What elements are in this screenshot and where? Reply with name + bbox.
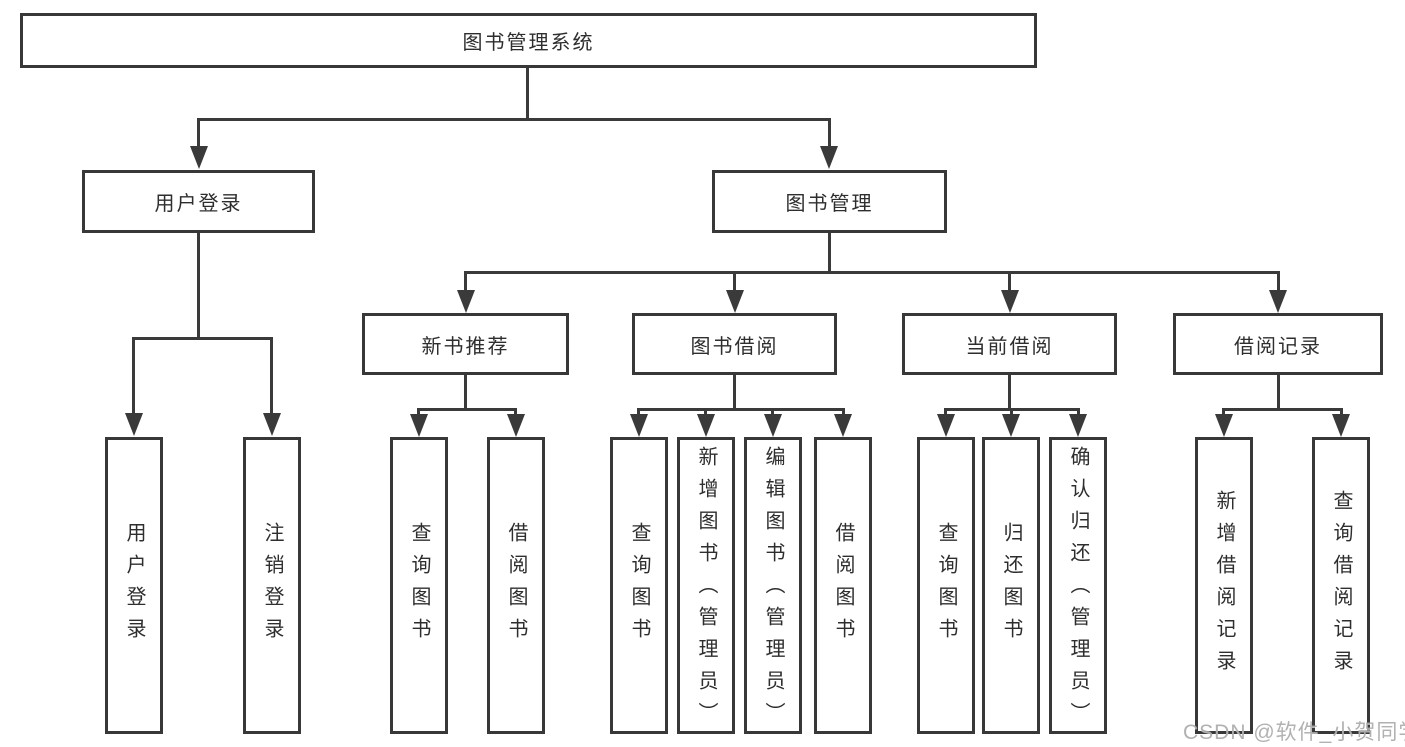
- leaf-add-borrow-record: 新增借阅记录: [1195, 437, 1253, 734]
- connector-branch-shaft: [733, 271, 736, 292]
- connector-stem: [733, 375, 736, 411]
- connector-leaf-shaft: [270, 337, 273, 415]
- arrow-down-icon: [1002, 414, 1020, 437]
- connector-crossbar: [1222, 408, 1342, 411]
- connector-branch-shaft: [464, 271, 467, 292]
- connector-stem: [1008, 375, 1011, 411]
- arrow-down-icon: [1069, 414, 1087, 437]
- connector-leaf-shaft: [1222, 408, 1225, 417]
- connector-leaf-shaft: [944, 408, 947, 417]
- connector-leaf-shaft: [417, 408, 420, 417]
- arrow-down-icon: [726, 290, 744, 313]
- leaf-add-books-admin: 新增图书（管理员）: [677, 437, 735, 734]
- connector-book-mgmt-crossbar: [464, 271, 1280, 274]
- connector-root-crossbar: [197, 118, 831, 121]
- leaf-borrow-books-1: 借阅图书: [487, 437, 545, 734]
- node-label: 归还图书: [1000, 521, 1022, 650]
- arrow-down-icon: [764, 414, 782, 437]
- node-book-management: 图书管理: [712, 170, 947, 233]
- node-label: 查询图书: [628, 521, 650, 650]
- node-user-login: 用户登录: [82, 170, 315, 233]
- connector-leaf-shaft: [132, 337, 135, 415]
- connector-crossbar: [637, 408, 845, 411]
- arrow-down-icon: [630, 414, 648, 437]
- leaf-query-books-2: 查询图书: [610, 437, 668, 734]
- arrow-down-icon: [410, 414, 428, 437]
- node-label: 用户登录: [154, 193, 243, 215]
- arrow-down-icon: [125, 413, 143, 436]
- leaf-query-books-1: 查询图书: [390, 437, 448, 734]
- watermark: CSDN @软件_小贺同学: [1183, 721, 1405, 744]
- node-label: 注销登录: [261, 521, 283, 650]
- node-label: 查询图书: [935, 521, 957, 650]
- node-label: 查询图书: [408, 521, 430, 650]
- node-label: 新增图书（管理员）: [695, 446, 717, 734]
- node-label: 新增借阅记录: [1213, 489, 1235, 682]
- node-label: 新书推荐: [421, 335, 510, 358]
- connector-leaf-shaft: [1077, 408, 1080, 417]
- node-label: 图书管理系统: [462, 32, 595, 54]
- node-label: 图书借阅: [690, 335, 779, 358]
- leaf-query-borrow-record: 查询借阅记录: [1312, 437, 1370, 734]
- connector-leaf-shaft: [637, 408, 640, 417]
- leaf-user-login: 用户登录: [105, 437, 163, 734]
- node-label: 图书管理: [785, 193, 874, 215]
- arrow-down-icon: [263, 413, 281, 436]
- node-label: 确认归还（管理员）: [1067, 446, 1089, 734]
- connector-branch-shaft: [1277, 271, 1280, 292]
- node-label: 查询借阅记录: [1330, 489, 1352, 682]
- arrow-down-icon: [820, 146, 838, 169]
- node-library-management-system: 图书管理系统: [20, 13, 1037, 68]
- connector-leaf-shaft: [1010, 408, 1013, 417]
- node-label: 编辑图书（管理员）: [762, 446, 784, 734]
- connector-user-login-shaft: [197, 118, 200, 148]
- leaf-confirm-return-admin: 确认归还（管理员）: [1049, 437, 1107, 734]
- arrow-down-icon: [507, 414, 525, 437]
- connector-leaf-shaft: [514, 408, 517, 417]
- connector-leaf-shaft: [842, 408, 845, 417]
- leaf-borrow-books-2: 借阅图书: [814, 437, 872, 734]
- connector-root-stem: [526, 68, 529, 120]
- node-book-borrow: 图书借阅: [632, 313, 837, 375]
- arrow-down-icon: [1001, 290, 1019, 313]
- node-label: 用户登录: [123, 521, 145, 650]
- arrow-down-icon: [1332, 414, 1350, 437]
- node-current-borrow: 当前借阅: [902, 313, 1117, 375]
- node-borrow-records: 借阅记录: [1173, 313, 1383, 375]
- arrow-down-icon: [834, 414, 852, 437]
- node-label: 借阅图书: [505, 521, 527, 650]
- connector-book-mgmt-shaft: [828, 118, 831, 148]
- arrow-down-icon: [697, 414, 715, 437]
- node-label: 借阅记录: [1234, 335, 1322, 358]
- connector-leaf-shaft: [1340, 408, 1343, 417]
- arrow-down-icon: [457, 290, 475, 313]
- connector-crossbar: [417, 408, 517, 411]
- arrow-down-icon: [1215, 414, 1233, 437]
- leaf-logout: 注销登录: [243, 437, 301, 734]
- leaf-return-books: 归还图书: [982, 437, 1040, 734]
- connector-user-login-stem: [197, 233, 200, 340]
- leaf-edit-books-admin: 编辑图书（管理员）: [744, 437, 802, 734]
- arrow-down-icon: [1269, 290, 1287, 313]
- connector-leaf-shaft: [771, 408, 774, 417]
- connector-stem: [1277, 375, 1280, 411]
- node-label: 借阅图书: [832, 521, 854, 650]
- connector-book-mgmt-stem: [828, 233, 831, 274]
- leaf-query-books-3: 查询图书: [917, 437, 975, 734]
- arrow-down-icon: [937, 414, 955, 437]
- node-new-book-recommend: 新书推荐: [362, 313, 569, 375]
- connector-stem: [464, 375, 467, 411]
- connector-leaf-shaft: [704, 408, 707, 417]
- arrow-down-icon: [190, 146, 208, 169]
- connector-branch-shaft: [1008, 271, 1011, 292]
- node-label: 当前借阅: [965, 335, 1054, 358]
- connector-user-login-crossbar: [132, 337, 273, 340]
